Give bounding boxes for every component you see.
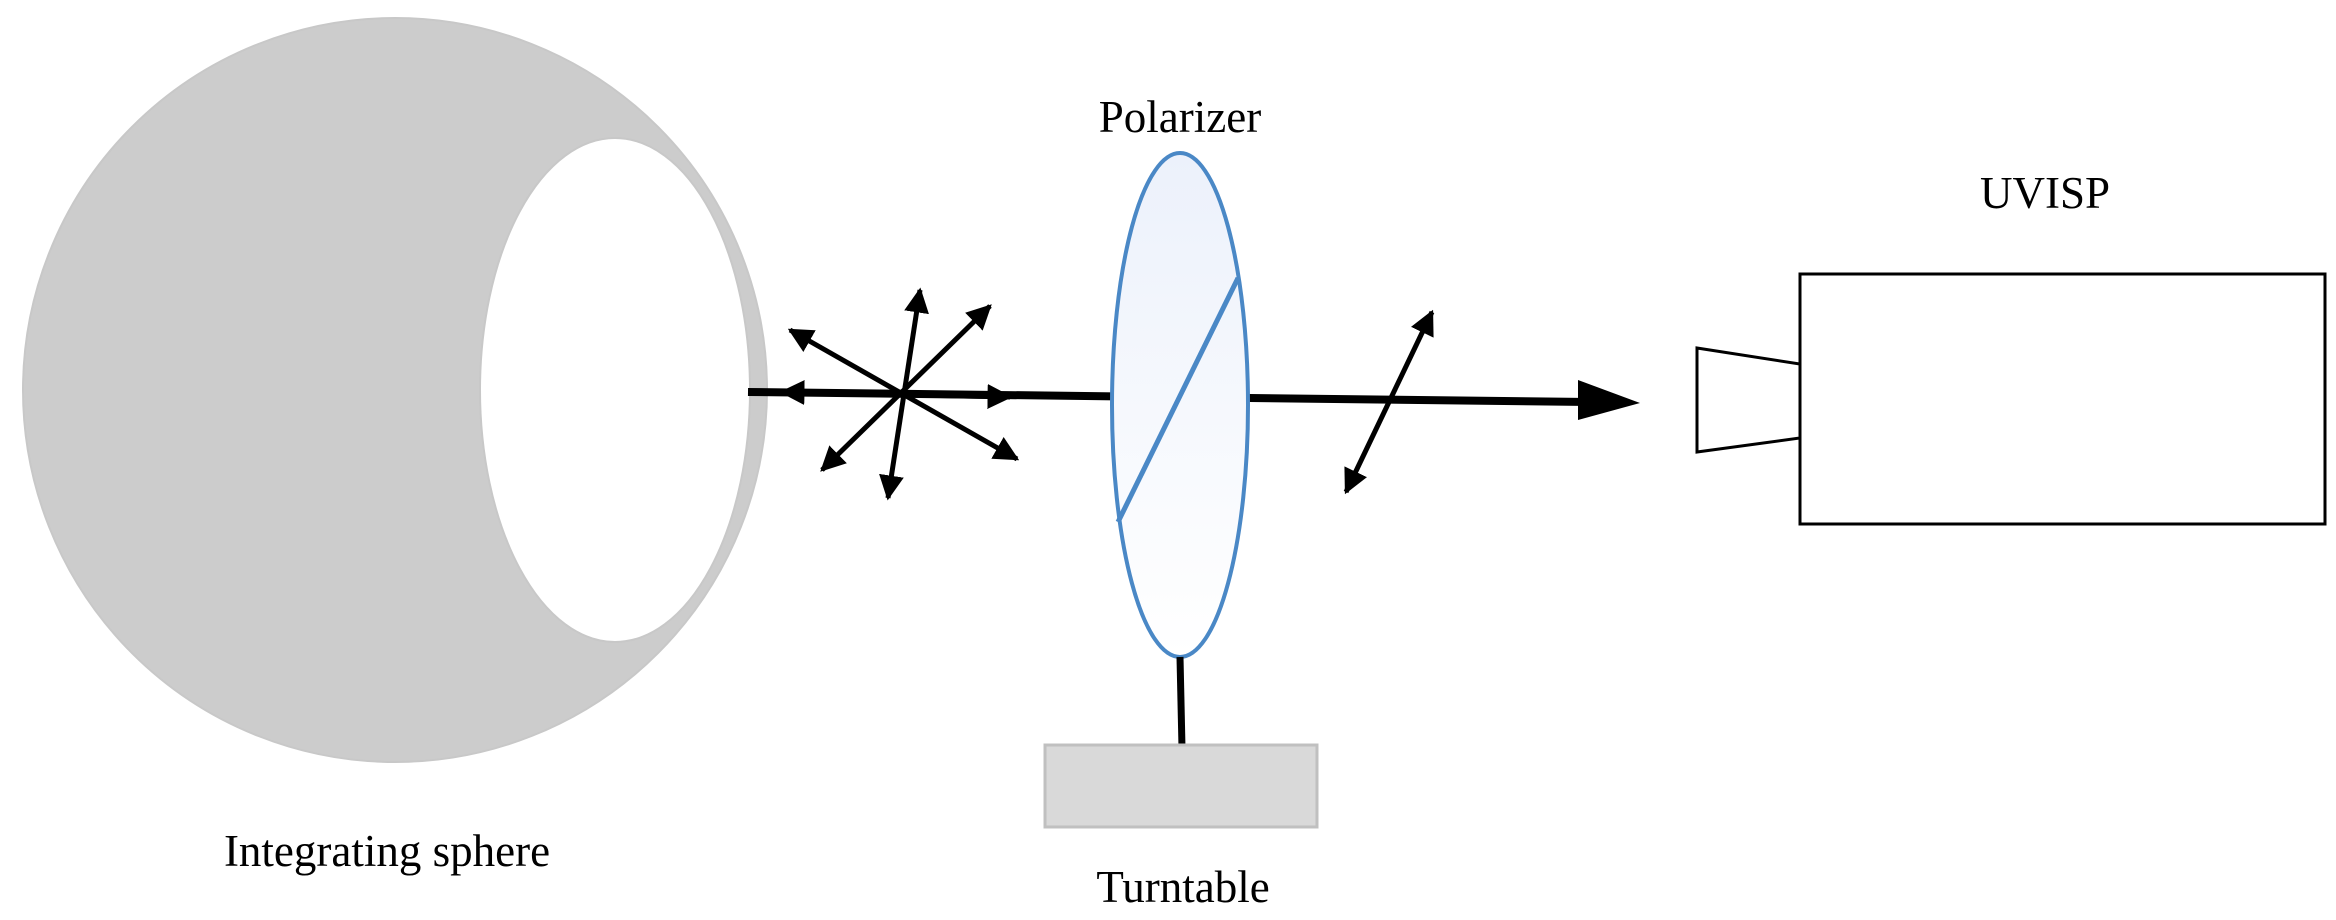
unpolarized-light-icon: [779, 287, 1020, 501]
polarizer-post: [1176, 656, 1186, 749]
turntable: [1043, 743, 1319, 829]
beam-arrowhead: [1578, 380, 1640, 420]
integrating-sphere-label: Integrating sphere: [224, 826, 550, 876]
sphere-port: [479, 137, 751, 643]
uvisp-instrument: [1695, 272, 2327, 526]
polarized-light-icon: [1343, 309, 1435, 495]
polarizer-lens: [1110, 151, 1250, 659]
polarizer: [1110, 151, 1250, 659]
turntable-label: Turntable: [1096, 862, 1269, 912]
uvisp-body: [1798, 272, 2327, 526]
uvisp-label: UVISP: [1980, 168, 2110, 218]
uvisp-lens: [1695, 346, 1802, 454]
integrating-sphere: [22, 17, 768, 763]
polarizer-axis: [1115, 276, 1241, 524]
turntable-assembly: [1043, 656, 1319, 829]
polarizer-label: Polarizer: [1099, 92, 1261, 142]
